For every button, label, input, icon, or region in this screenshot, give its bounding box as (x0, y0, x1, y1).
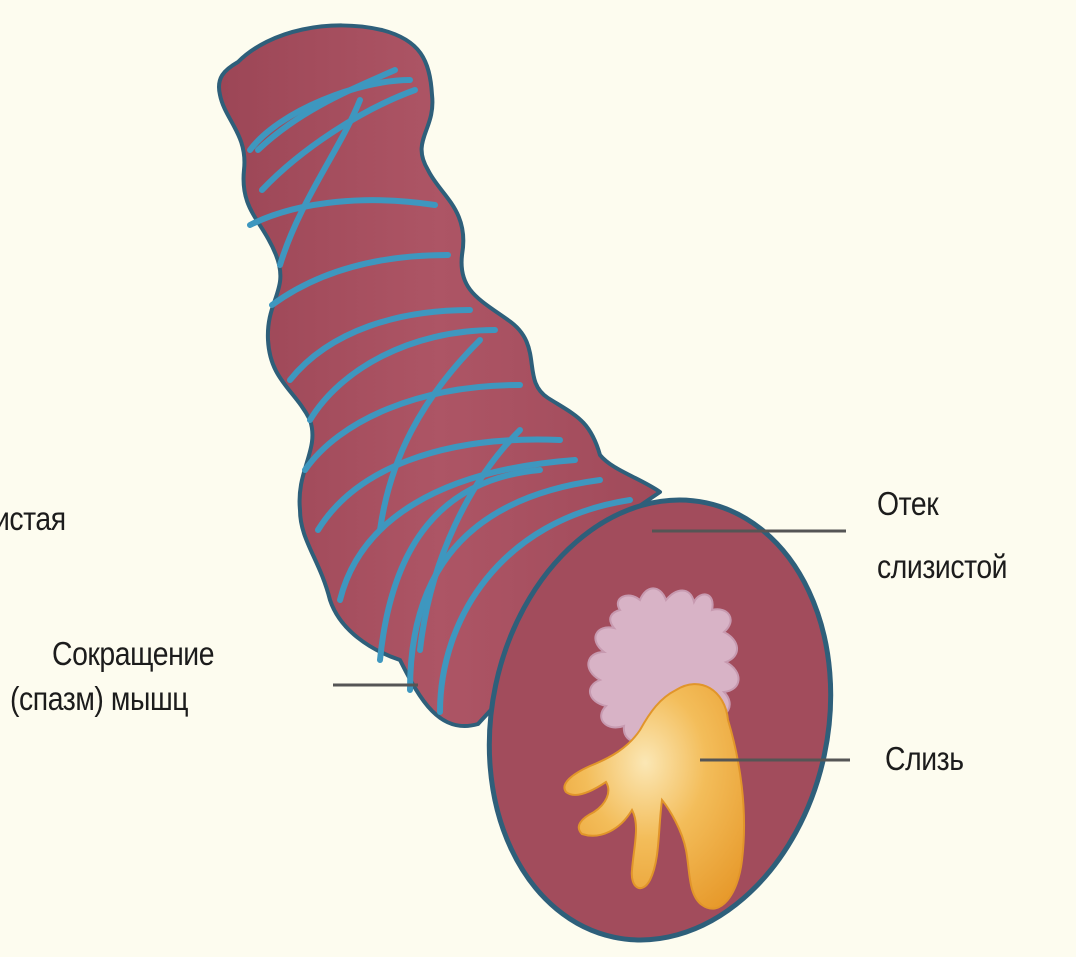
label-partial-mucosa: истая (0, 500, 66, 538)
label-edema-line2: слизистой (877, 548, 1007, 586)
label-muscle-line2: (спазм) мышц (10, 680, 188, 718)
label-mucus: Слизь (885, 740, 964, 778)
label-edema-line1: Отек (877, 485, 938, 523)
label-muscle-line1: Сокращение (52, 635, 214, 673)
